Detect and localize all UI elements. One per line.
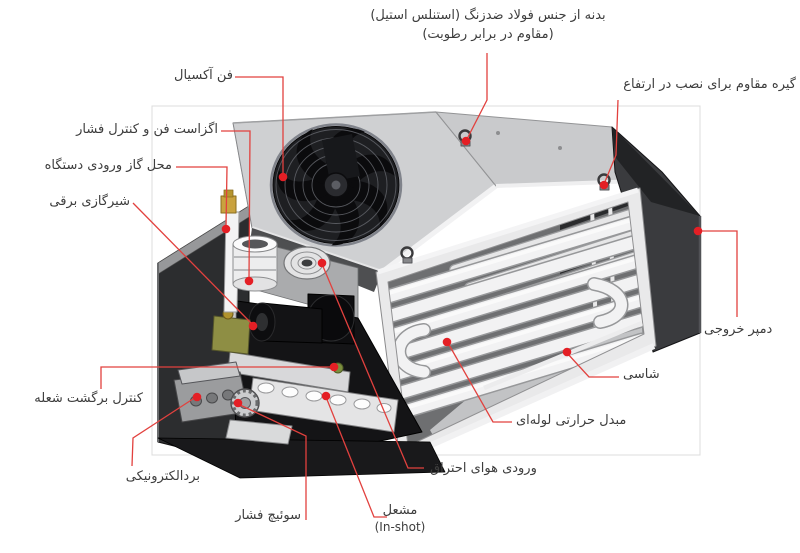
label-flame-control: کنترل برگشت شعله (34, 391, 143, 406)
leader-line-exhaust-fan (221, 130, 251, 281)
leader-dot-combustion-air-inlet (317, 258, 327, 268)
leader-line-control-board (131, 396, 197, 467)
label-body-material: بدنه از جنس فولاد ضدزنگ (استنلس استیل) (… (330, 7, 646, 45)
leader-dots (192, 136, 703, 408)
duct-body (375, 187, 657, 461)
label-exhaust-fan: اگزاست فن و کنترل فشار (76, 122, 218, 137)
leader-dot-chassis (562, 347, 572, 357)
label-burner-line2: (In-shot) (374, 519, 426, 534)
leader-line-heat-exchanger (447, 342, 512, 423)
leader-line-pressure-switch (237, 403, 307, 520)
label-control-board: بردالکترونیکی (125, 469, 200, 484)
burner-rack-illustration (248, 377, 399, 433)
leader-line-chassis (566, 352, 619, 378)
leader-dot-control-board (192, 392, 202, 402)
leader-line-outlet-damper (698, 230, 738, 317)
label-chassis: شاسی (623, 367, 660, 382)
leader-line-axial-fan (235, 76, 284, 176)
label-axial-fan: فن آکسیال (174, 68, 233, 83)
leader-dot-flame-control (329, 362, 339, 372)
label-gas-valve: شیرگازی برقی (49, 194, 130, 209)
leader-line-gas-valve (132, 202, 254, 326)
heat-exchanger-tubes (388, 204, 644, 426)
leader-dot-gas-inlet (221, 224, 231, 234)
leader-dot-body-material (461, 136, 471, 146)
leader-dot-outlet-damper (693, 226, 703, 236)
leader-dot-exhaust-fan (244, 276, 254, 286)
label-heat-exchanger: مبدل حرارتی لوله‌ای (516, 413, 627, 428)
exhaust-vent-illustration (232, 235, 278, 292)
label-combustion-air-inlet: ورودی هوای احتراق (430, 461, 537, 476)
air-intake-disc (283, 246, 331, 280)
axial-fan-illustration (269, 123, 403, 247)
leader-dot-heat-exchanger (442, 337, 452, 347)
leader-line-gas-inlet (176, 166, 228, 229)
leader-line-burner (325, 396, 387, 518)
label-mount-clamp: گیره مقاوم برای نصب در ارتفاع (623, 77, 796, 92)
leader-dot-pressure-switch (233, 398, 243, 408)
leader-line-flame-control (100, 366, 333, 389)
leader-dot-mount-clamp (599, 180, 609, 190)
label-burner: مشعل (In-shot) (355, 503, 445, 535)
label-gas-inlet: محل گاز ورودی دستگاه (44, 158, 172, 173)
leader-line-combustion-air-inlet (321, 263, 424, 469)
leader-line-mount-clamp (603, 99, 619, 185)
label-outlet-damper: دمپر خروجی (704, 322, 773, 337)
leader-lines (100, 53, 738, 520)
leader-dot-gas-valve (248, 321, 258, 331)
leader-dot-burner (321, 391, 331, 401)
label-burner-line1: مشعل (382, 503, 418, 518)
leader-dot-axial-fan (278, 172, 288, 182)
label-body-material-line2: (مقاوم در برابر رطوبت) (422, 26, 554, 42)
leader-line-body-material (465, 53, 488, 142)
blower-motor-illustration (248, 293, 355, 345)
label-pressure-switch: سوئیچ فشار (235, 508, 301, 523)
label-body-material-line1: بدنه از جنس فولاد ضدزنگ (استنلس استیل) (370, 8, 606, 23)
